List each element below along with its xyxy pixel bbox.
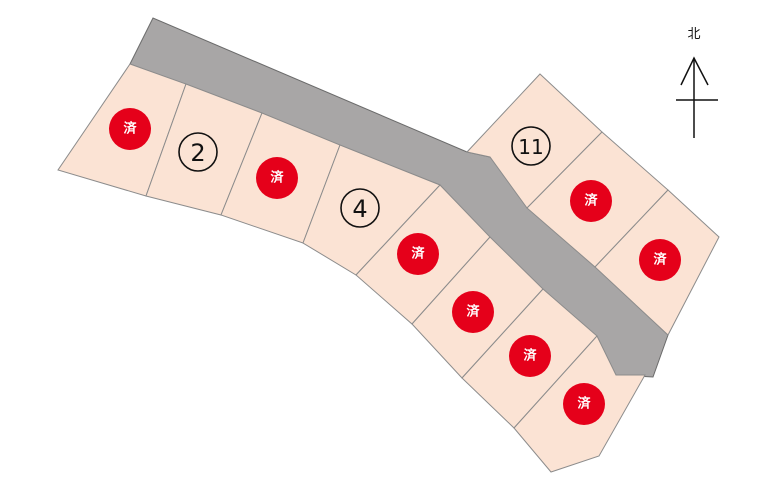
sold-marker-lot-3: 済 bbox=[256, 157, 298, 199]
lot-11[interactable] bbox=[466, 73, 603, 209]
sold-marker-lot-1: 済 bbox=[109, 108, 151, 150]
lot-number-4: 4 bbox=[340, 188, 380, 228]
lot-number-label: 11 bbox=[518, 135, 543, 159]
lot-number-label: 2 bbox=[190, 139, 205, 167]
sold-marker-lot-9: 済 bbox=[639, 239, 681, 281]
sold-marker-lot-7: 済 bbox=[509, 335, 551, 377]
sold-label: 済 bbox=[584, 193, 598, 209]
sold-label: 済 bbox=[411, 246, 425, 262]
sold-label: 済 bbox=[577, 396, 591, 412]
north-arrow: 北 bbox=[676, 27, 718, 138]
sold-label: 済 bbox=[466, 304, 480, 320]
sold-label: 済 bbox=[523, 348, 537, 364]
sold-label: 済 bbox=[653, 252, 667, 268]
sold-marker-lot-5: 済 bbox=[397, 233, 439, 275]
north-arrow-head bbox=[680, 56, 709, 86]
lot-number-label: 4 bbox=[352, 195, 367, 223]
sold-label: 済 bbox=[123, 121, 137, 137]
north-label: 北 bbox=[687, 27, 700, 42]
sold-marker-lot-8: 済 bbox=[563, 383, 605, 425]
lot-number-2: 2 bbox=[178, 132, 218, 172]
sold-marker-lot-6: 済 bbox=[452, 291, 494, 333]
sold-marker-lot-10: 済 bbox=[570, 180, 612, 222]
lot-number-11: 11 bbox=[511, 126, 551, 166]
sold-label: 済 bbox=[270, 170, 284, 186]
